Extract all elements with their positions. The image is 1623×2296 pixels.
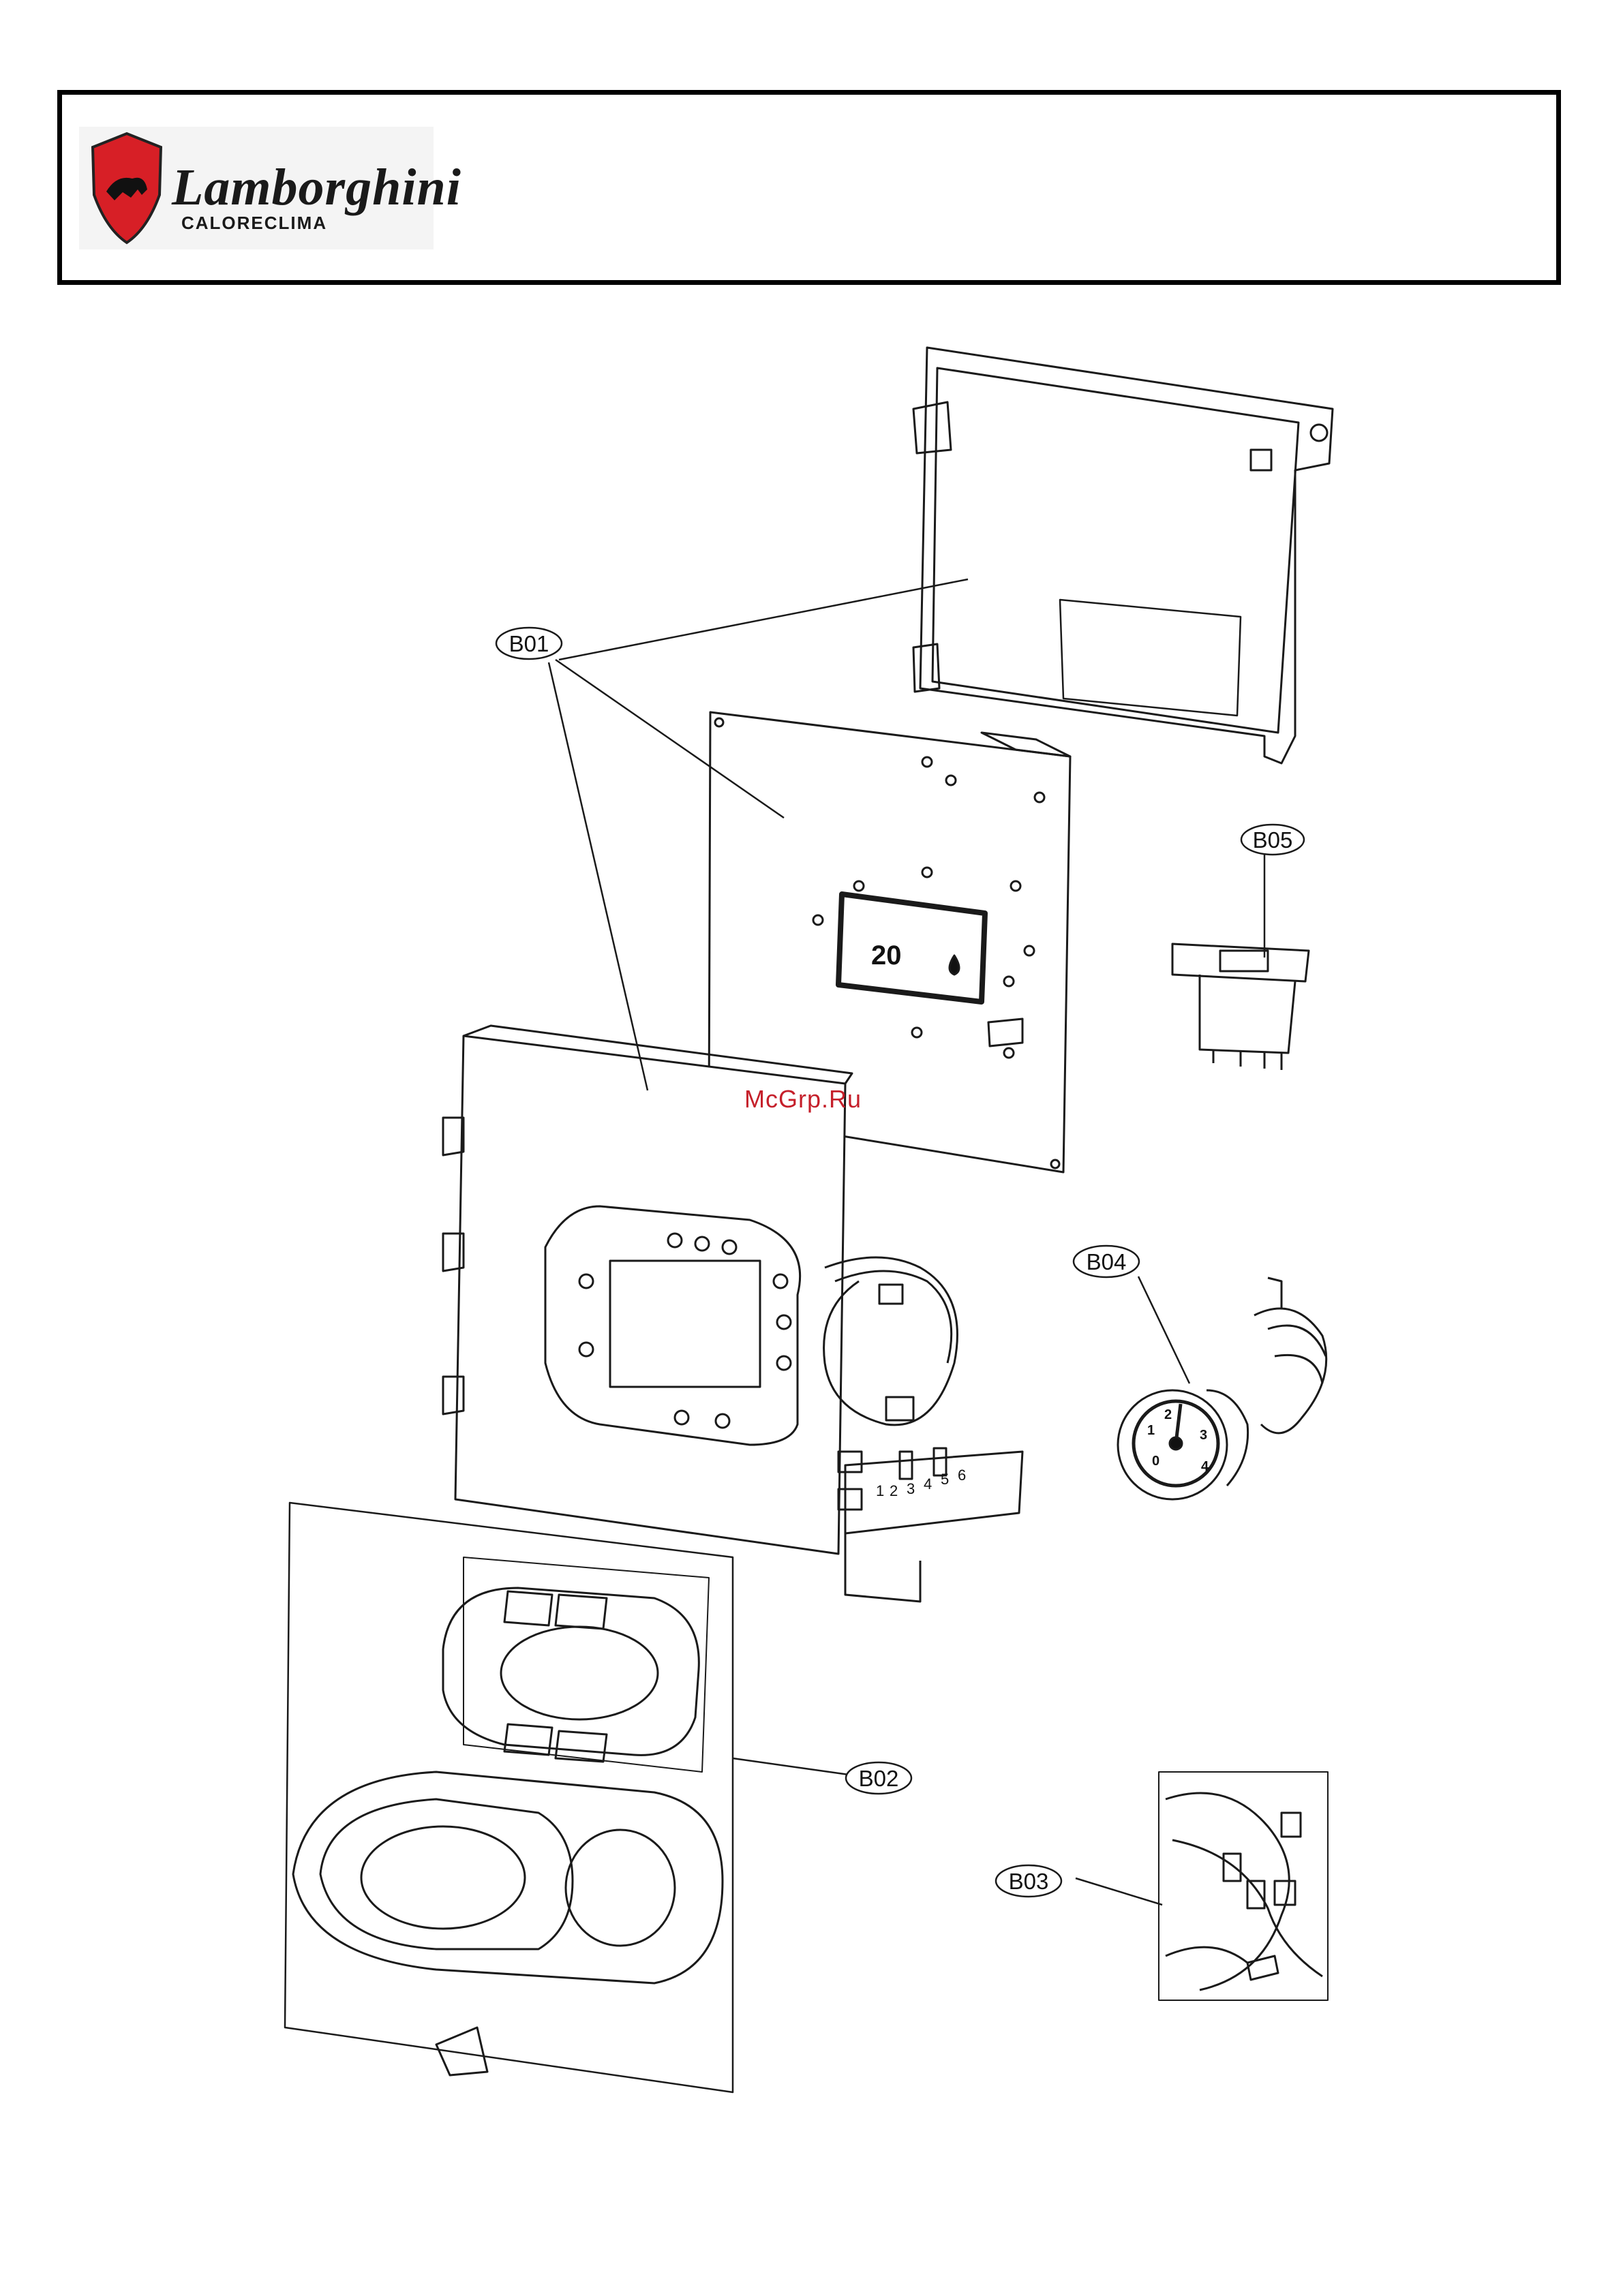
rear-cover	[913, 348, 1333, 763]
pin-label: 1	[876, 1482, 884, 1499]
callout-b01: B01	[509, 631, 549, 656]
gauge-tick-label: 4	[1201, 1459, 1209, 1474]
pin-label: 5	[941, 1471, 949, 1488]
callout-b05: B05	[1253, 827, 1293, 853]
control-bezel-sheet	[285, 1503, 733, 2092]
gauge-tick-label: 3	[1200, 1428, 1207, 1443]
relay-component	[1172, 944, 1309, 1070]
gauge-tick-label: 0	[1152, 1454, 1159, 1469]
wiring-harness	[1159, 1772, 1328, 2000]
watermark-text: McGrp.Ru	[744, 1085, 862, 1114]
pressure-gauge	[1118, 1278, 1326, 1499]
pin-label: 3	[907, 1480, 915, 1497]
pin-label: 4	[924, 1475, 932, 1493]
pin-label: 6	[958, 1467, 966, 1484]
callout-b02: B02	[859, 1766, 899, 1791]
display-readout: 20	[871, 940, 902, 970]
pin-label: 2	[890, 1482, 898, 1499]
callout-b03: B03	[1009, 1869, 1049, 1894]
gauge-tick-label: 2	[1164, 1407, 1172, 1422]
callout-b04: B04	[1087, 1249, 1127, 1274]
gauge-tick-label: 1	[1147, 1423, 1155, 1438]
